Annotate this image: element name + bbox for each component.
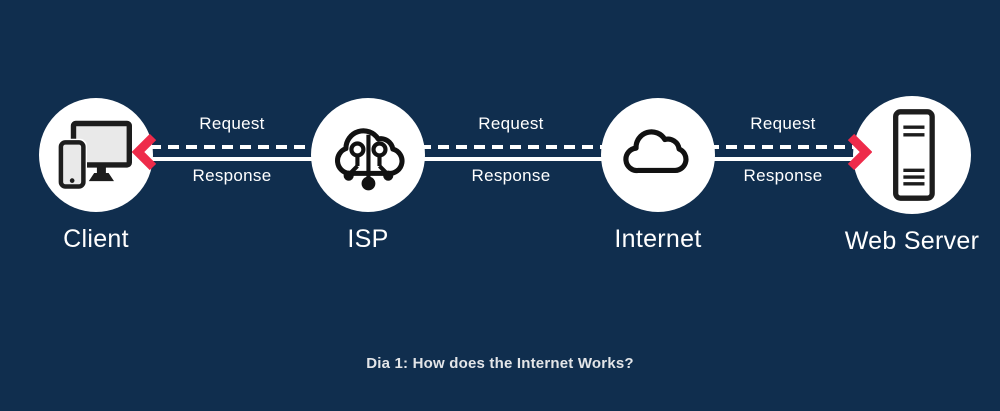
internet-cloud-icon [623, 129, 689, 174]
isp-node-circle [311, 98, 425, 212]
response-solid-line [150, 157, 860, 161]
node-client: Client [16, 98, 176, 254]
link-label-request: Request [750, 114, 816, 133]
internet-node-label: Internet [614, 225, 702, 253]
isp-cloud-network-icon [335, 128, 405, 191]
link-label-response: Response [192, 166, 272, 185]
chevron-right-icon [847, 133, 872, 171]
diagram-caption: Dia 1: How does the Internet Works? [366, 355, 634, 372]
web-server-node-circle [853, 96, 971, 214]
chevron-left-icon [132, 133, 157, 171]
link-label-response: Response [471, 166, 551, 185]
client-node-circle [39, 98, 153, 212]
internet-node-circle [601, 98, 715, 212]
request-dashed-line [150, 145, 860, 149]
client-devices-icon [57, 120, 132, 191]
node-web-server: Web Server [832, 96, 992, 256]
node-internet: Internet [578, 98, 738, 254]
isp-node-label: ISP [347, 225, 389, 253]
link-label-request: Request [478, 114, 544, 133]
link-label-request: Request [199, 114, 265, 133]
node-isp: ISP [288, 98, 448, 254]
link-label-response: Response [743, 166, 823, 185]
client-node-label: Client [63, 225, 129, 253]
web-server-node-label: Web Server [844, 227, 980, 255]
server-tower-icon [893, 109, 935, 201]
